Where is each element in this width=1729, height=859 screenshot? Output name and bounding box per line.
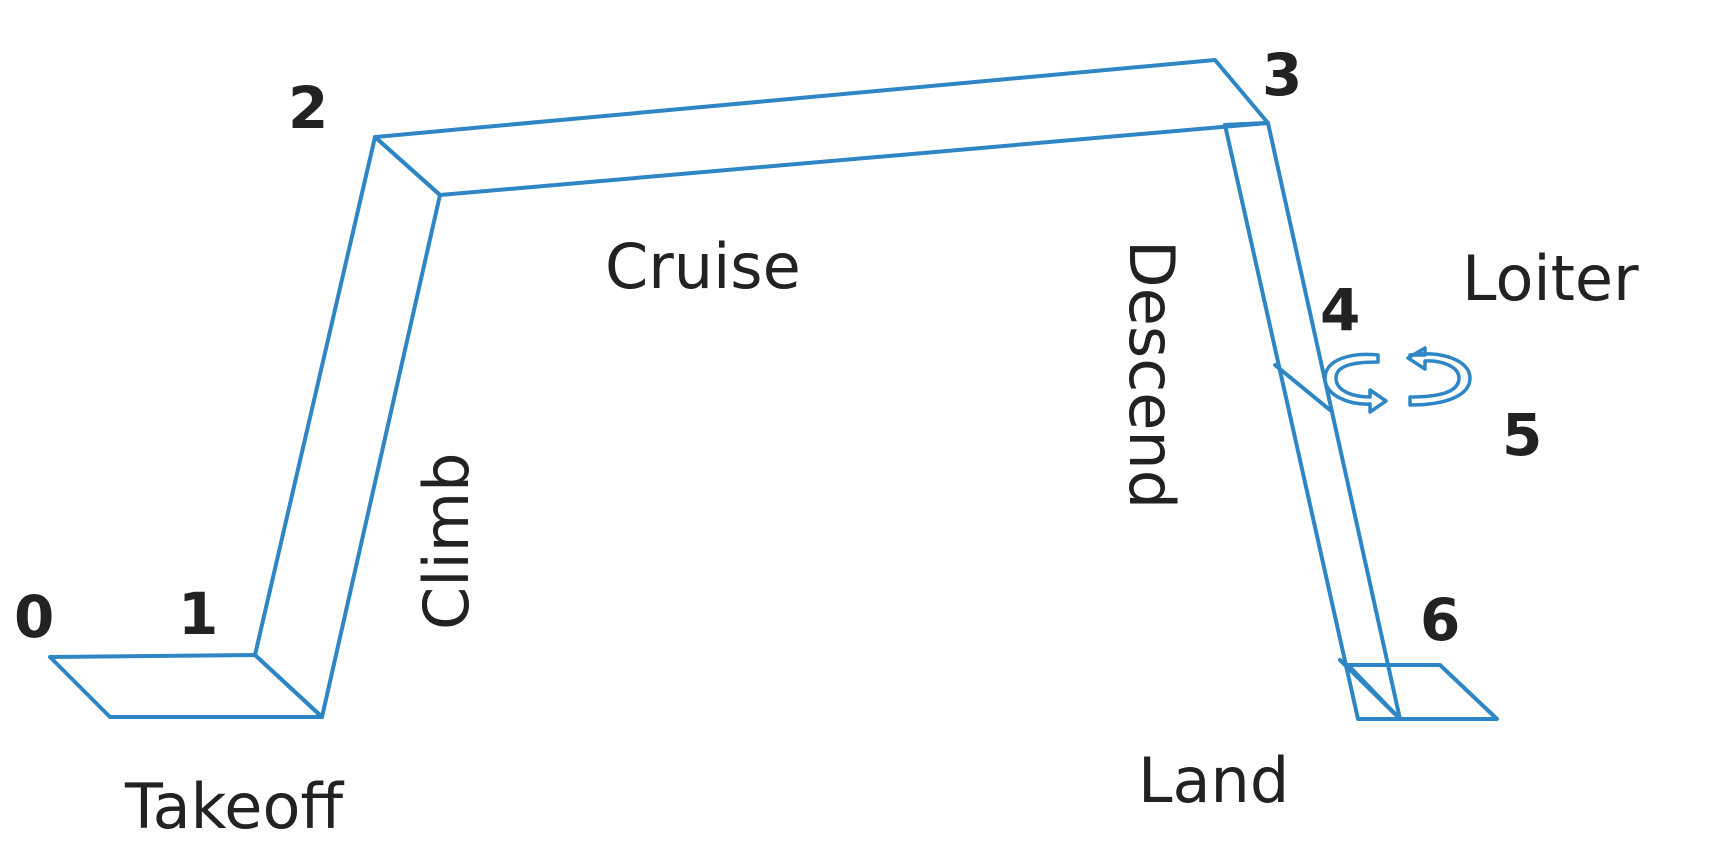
cruise-segment [373,58,1270,197]
waypoint-4-label: 4 [1320,276,1360,344]
loiter-loop-arrow-right [1406,346,1472,407]
descend-segment [1223,121,1402,721]
waypoint-6-label: 6 [1420,586,1460,654]
land-segment [1338,658,1499,721]
climb-label: Climb [410,453,483,631]
cruise-label: Cruise [605,230,801,303]
takeoff-label: Takeoff [124,770,344,843]
waypoint-5-label: 5 [1502,401,1542,469]
loiter-label: Loiter [1462,242,1639,315]
waypoint-1-label: 1 [178,580,218,648]
waypoint-2-label: 2 [288,74,328,142]
loiter-loop-arrow-left [1323,352,1388,414]
waypoint-3-label: 3 [1262,41,1302,109]
land-label: Land [1138,744,1289,817]
takeoff-segment [48,653,324,719]
waypoint-0-label: 0 [14,583,54,651]
loiter-branch [1273,346,1472,414]
descend-label: Descend [1115,240,1188,509]
